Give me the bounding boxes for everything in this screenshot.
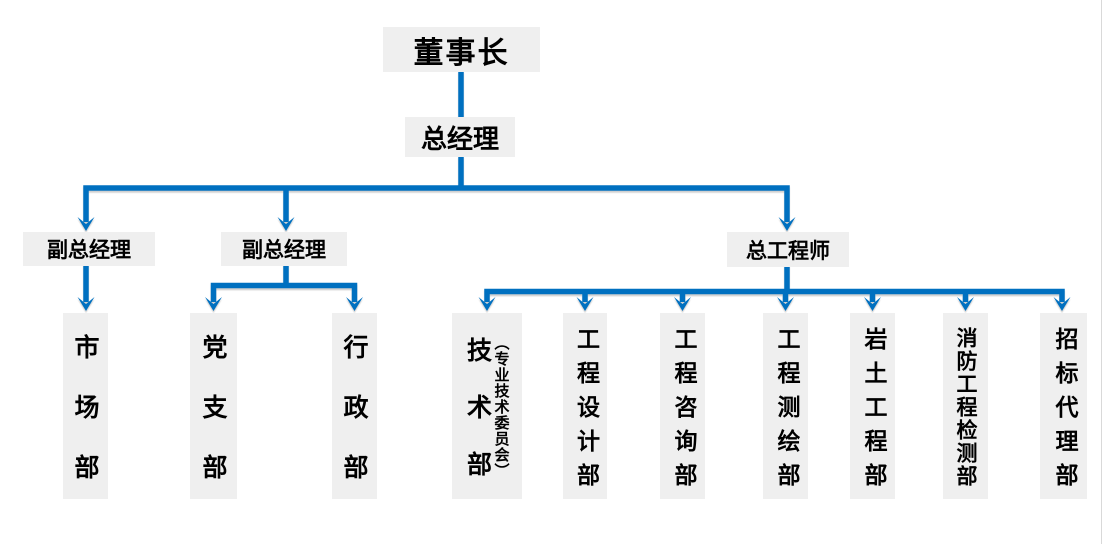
node-dept-marketing-label: 市场部 bbox=[71, 333, 100, 514]
connector-group bbox=[83, 71, 1065, 302]
arrowhead bbox=[576, 297, 594, 311]
node-dept-administration-label: 行政部 bbox=[340, 333, 369, 514]
arrowhead bbox=[957, 297, 974, 311]
node-deputy-general-manager-2-label: 副总经理 bbox=[242, 238, 326, 262]
node-general-manager: 总经理 bbox=[405, 117, 515, 157]
node-dept-engineering-design: 工程设计部 bbox=[563, 313, 607, 499]
connector-vp2-rail bbox=[210, 282, 358, 302]
node-dept-bidding-agency: 招标代理部 bbox=[1040, 313, 1087, 499]
node-deputy-general-manager-1-label: 副总经理 bbox=[47, 238, 131, 262]
node-dept-technology: 技术部 （专业技术委员会） bbox=[452, 313, 522, 508]
node-chairman-label: 董事长 bbox=[413, 35, 510, 71]
node-dept-bidding-agency-label: 招标代理部 bbox=[1051, 326, 1077, 497]
node-dept-engineering-consulting-label: 工程咨询部 bbox=[670, 326, 696, 497]
arrowhead bbox=[77, 297, 95, 311]
node-dept-engineering-design-label: 工程设计部 bbox=[572, 326, 599, 497]
arrowhead bbox=[864, 297, 881, 311]
node-dept-engineering-surveying: 工程测绘部 bbox=[763, 313, 808, 499]
arrowhead bbox=[1053, 297, 1071, 311]
arrowhead bbox=[777, 297, 794, 311]
node-dept-technology-label: 技术部 bbox=[463, 336, 493, 508]
arrowhead-group bbox=[77, 217, 1071, 311]
arrowhead bbox=[778, 217, 796, 231]
node-dept-engineering-surveying-label: 工程测绘部 bbox=[773, 326, 799, 497]
arrowhead bbox=[77, 217, 95, 231]
connector-top-rail bbox=[83, 185, 790, 222]
node-dept-engineering-consulting: 工程咨询部 bbox=[660, 313, 705, 499]
screenshot-right-border bbox=[1101, 0, 1102, 544]
node-chief-engineer-label: 总工程师 bbox=[746, 238, 830, 263]
arrowhead bbox=[277, 217, 295, 231]
node-dept-fire-testing: 消防工程检测部 bbox=[943, 313, 988, 499]
node-dept-administration: 行政部 bbox=[332, 313, 377, 514]
arrowhead bbox=[346, 297, 363, 311]
node-dept-party-branch: 党支部 bbox=[190, 313, 237, 514]
arrowhead bbox=[674, 297, 691, 311]
arrowhead bbox=[205, 297, 222, 311]
node-dept-geotechnical: 岩土工程部 bbox=[850, 313, 895, 499]
node-chief-engineer: 总工程师 bbox=[727, 232, 849, 267]
arrowhead bbox=[478, 297, 496, 311]
node-dept-technology-sublabel: （专业技术委员会） bbox=[492, 334, 511, 479]
node-dept-geotechnical-label: 岩土工程部 bbox=[860, 326, 886, 497]
node-dept-marketing: 市场部 bbox=[63, 313, 108, 514]
node-general-manager-label: 总经理 bbox=[420, 124, 499, 155]
node-deputy-general-manager-1: 副总经理 bbox=[23, 232, 155, 266]
node-dept-party-branch-label: 党支部 bbox=[199, 333, 228, 514]
node-dept-fire-testing-label: 消防工程检测部 bbox=[954, 326, 978, 488]
node-chairman: 董事长 bbox=[383, 27, 540, 72]
node-deputy-general-manager-2: 副总经理 bbox=[221, 232, 347, 266]
connector-ce-rail bbox=[484, 288, 1065, 302]
